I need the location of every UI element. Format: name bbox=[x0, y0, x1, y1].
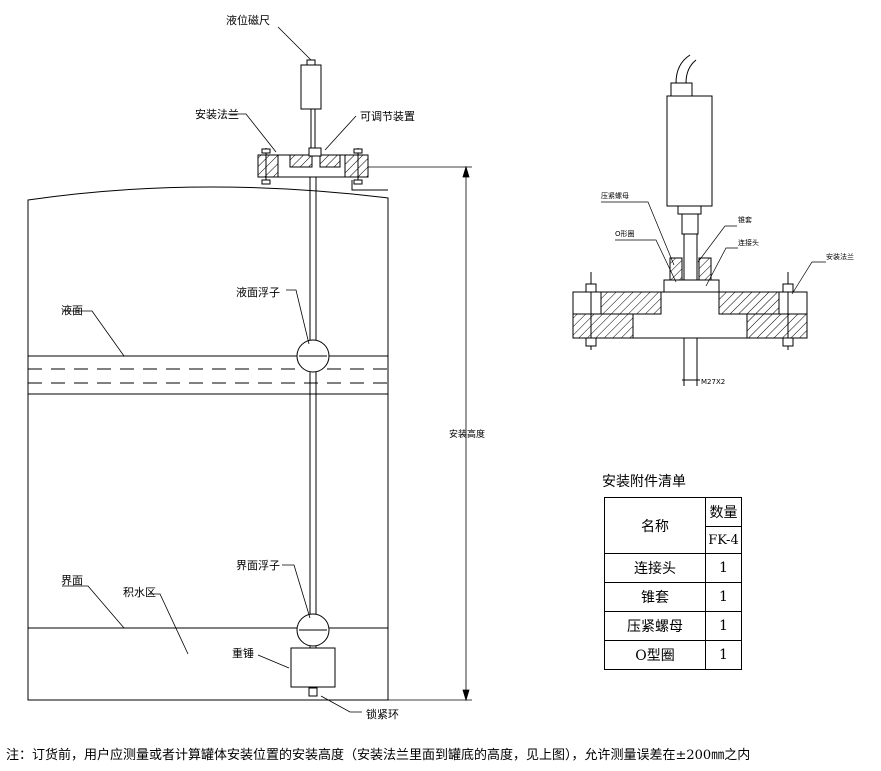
bom-row-name: O型圈 bbox=[604, 640, 706, 670]
table-row: 锥套 1 bbox=[604, 582, 742, 612]
install-flange-label: 安装法兰 bbox=[195, 107, 239, 121]
table-row: 压紧螺母 1 bbox=[604, 611, 742, 641]
interface-float bbox=[296, 613, 330, 647]
bom-title: 安装附件清单 bbox=[602, 474, 686, 490]
interface-float-label: 界面浮子 bbox=[236, 559, 280, 572]
install-height-label: 安装高度 bbox=[449, 428, 485, 440]
liquid-float-label: 液面浮子 bbox=[236, 285, 280, 299]
bom-row-qty: 1 bbox=[705, 611, 742, 641]
bom-row-name: 连接头 bbox=[604, 553, 706, 583]
thread-label: M27X2 bbox=[701, 378, 725, 386]
lock-ring-label: 锁紧环 bbox=[366, 707, 399, 721]
leader-lines bbox=[62, 26, 362, 713]
connector-label: 连接头 bbox=[738, 238, 759, 247]
weight-label: 重锤 bbox=[232, 646, 254, 660]
bom-row-qty: 1 bbox=[705, 582, 742, 612]
liquid-float bbox=[296, 339, 330, 373]
bom-table: 名称 数量 FK-4 连接头 1 锥套 1 压紧螺母 1 O型圈 1 bbox=[604, 497, 742, 670]
table-row: O型圈 1 bbox=[604, 640, 742, 670]
bom-row-qty: 1 bbox=[705, 553, 742, 583]
bom-row-name: 压紧螺母 bbox=[604, 611, 706, 641]
install-height-dimension bbox=[368, 165, 472, 702]
bom-header-name: 名称 bbox=[604, 497, 706, 554]
press-nut-label: 压紧螺母 bbox=[601, 191, 629, 200]
bom-header-model: FK-4 bbox=[705, 526, 742, 554]
detail-leaders bbox=[601, 201, 826, 295]
main-labels: 液位磁尺 安装法兰 可调节装置 液面浮子 液面 安装高度 界面浮子 界面 积水区… bbox=[61, 13, 485, 721]
bom-header-qty: 数量 bbox=[705, 497, 742, 527]
detail-view bbox=[572, 54, 808, 386]
magnetic-ruler-label: 液位磁尺 bbox=[226, 13, 270, 27]
liquid-surface-label: 液面 bbox=[61, 303, 83, 317]
tank bbox=[27, 180, 389, 701]
flange bbox=[257, 147, 369, 185]
detail-labels: 压紧螺母 锥套 O形圈 连接头 安装法兰 M27X2 bbox=[601, 191, 854, 386]
weight-block bbox=[290, 647, 336, 697]
interface-label: 界面 bbox=[61, 574, 83, 587]
o-ring-label: O形圈 bbox=[615, 230, 635, 238]
water-zone-label: 积水区 bbox=[123, 586, 156, 599]
cone-sleeve-label: 锥套 bbox=[738, 215, 752, 224]
table-row: 连接头 1 bbox=[604, 553, 742, 583]
detail-flange-label: 安装法兰 bbox=[826, 252, 854, 261]
adjust-device-label: 可调节装置 bbox=[360, 110, 415, 123]
order-note: 注：订货前，用户应测量或者计算罐体安装位置的安装高度（安装法兰里面到罐底的高度，… bbox=[6, 748, 751, 763]
probe bbox=[300, 59, 322, 688]
bom-row-name: 锥套 bbox=[604, 582, 706, 612]
bom-row-qty: 1 bbox=[705, 640, 742, 670]
